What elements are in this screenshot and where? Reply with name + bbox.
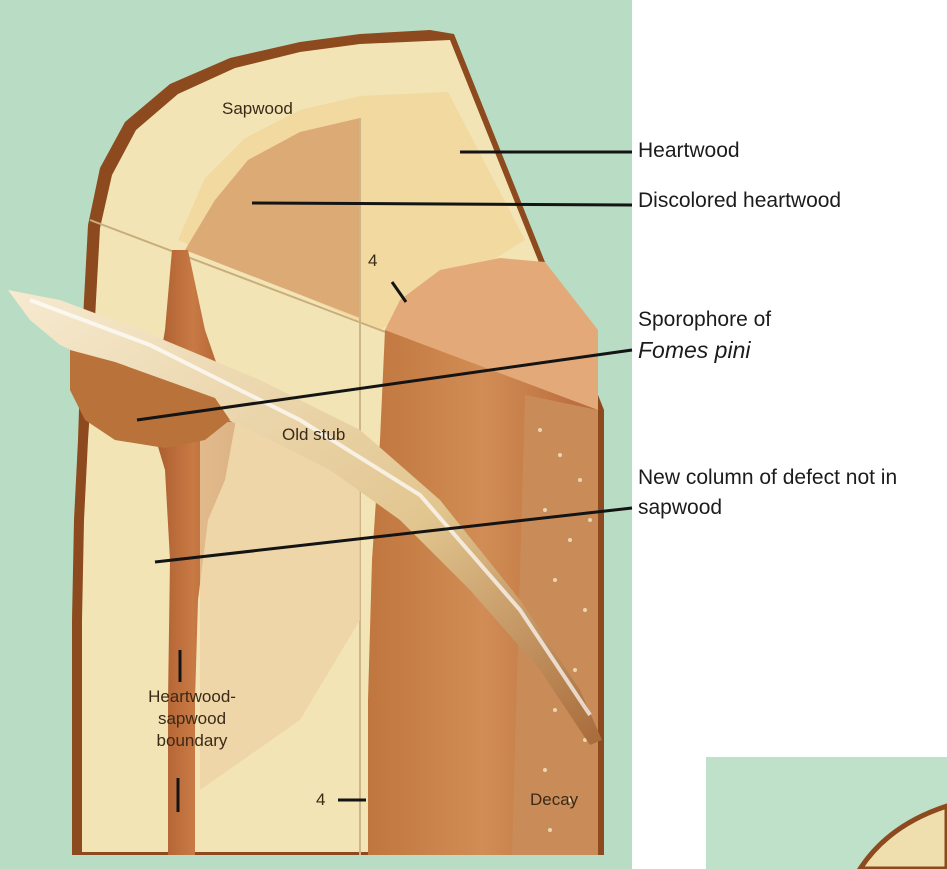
label-old-stub: Old stub <box>282 424 345 446</box>
label-discolored-heartwood: Discolored heartwood <box>638 187 841 215</box>
label-heartwood: Heartwood <box>638 137 740 165</box>
label-boundary-line2: sapwood <box>128 708 256 730</box>
label-boundary-line3: boundary <box>128 730 256 752</box>
label-section-marker-bottom: 4 <box>316 789 325 811</box>
label-section-marker-top: 4 <box>368 250 377 272</box>
label-sporophore-line1: Sporophore of <box>638 306 771 334</box>
label-new-column-line1: New column of defect not in <box>638 464 897 492</box>
leader-discolored-heartwood <box>252 203 632 205</box>
label-sapwood: Sapwood <box>222 98 293 120</box>
label-boundary-line1: Heartwood- <box>128 686 256 708</box>
label-sporophore-line2: Fomes pini <box>638 336 750 364</box>
label-new-column-line2: sapwood <box>638 494 722 522</box>
label-decay: Decay <box>530 789 578 811</box>
